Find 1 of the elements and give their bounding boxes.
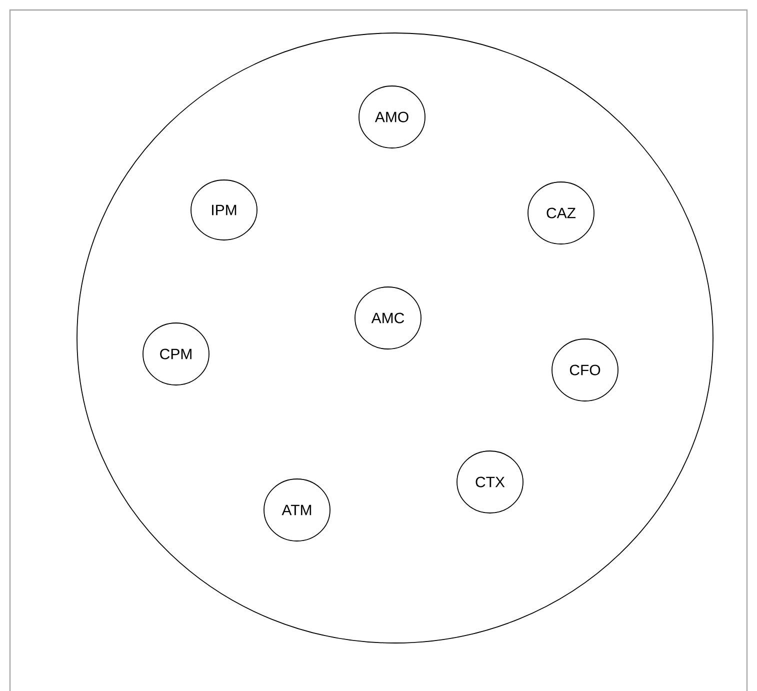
plate-circle <box>76 32 714 644</box>
